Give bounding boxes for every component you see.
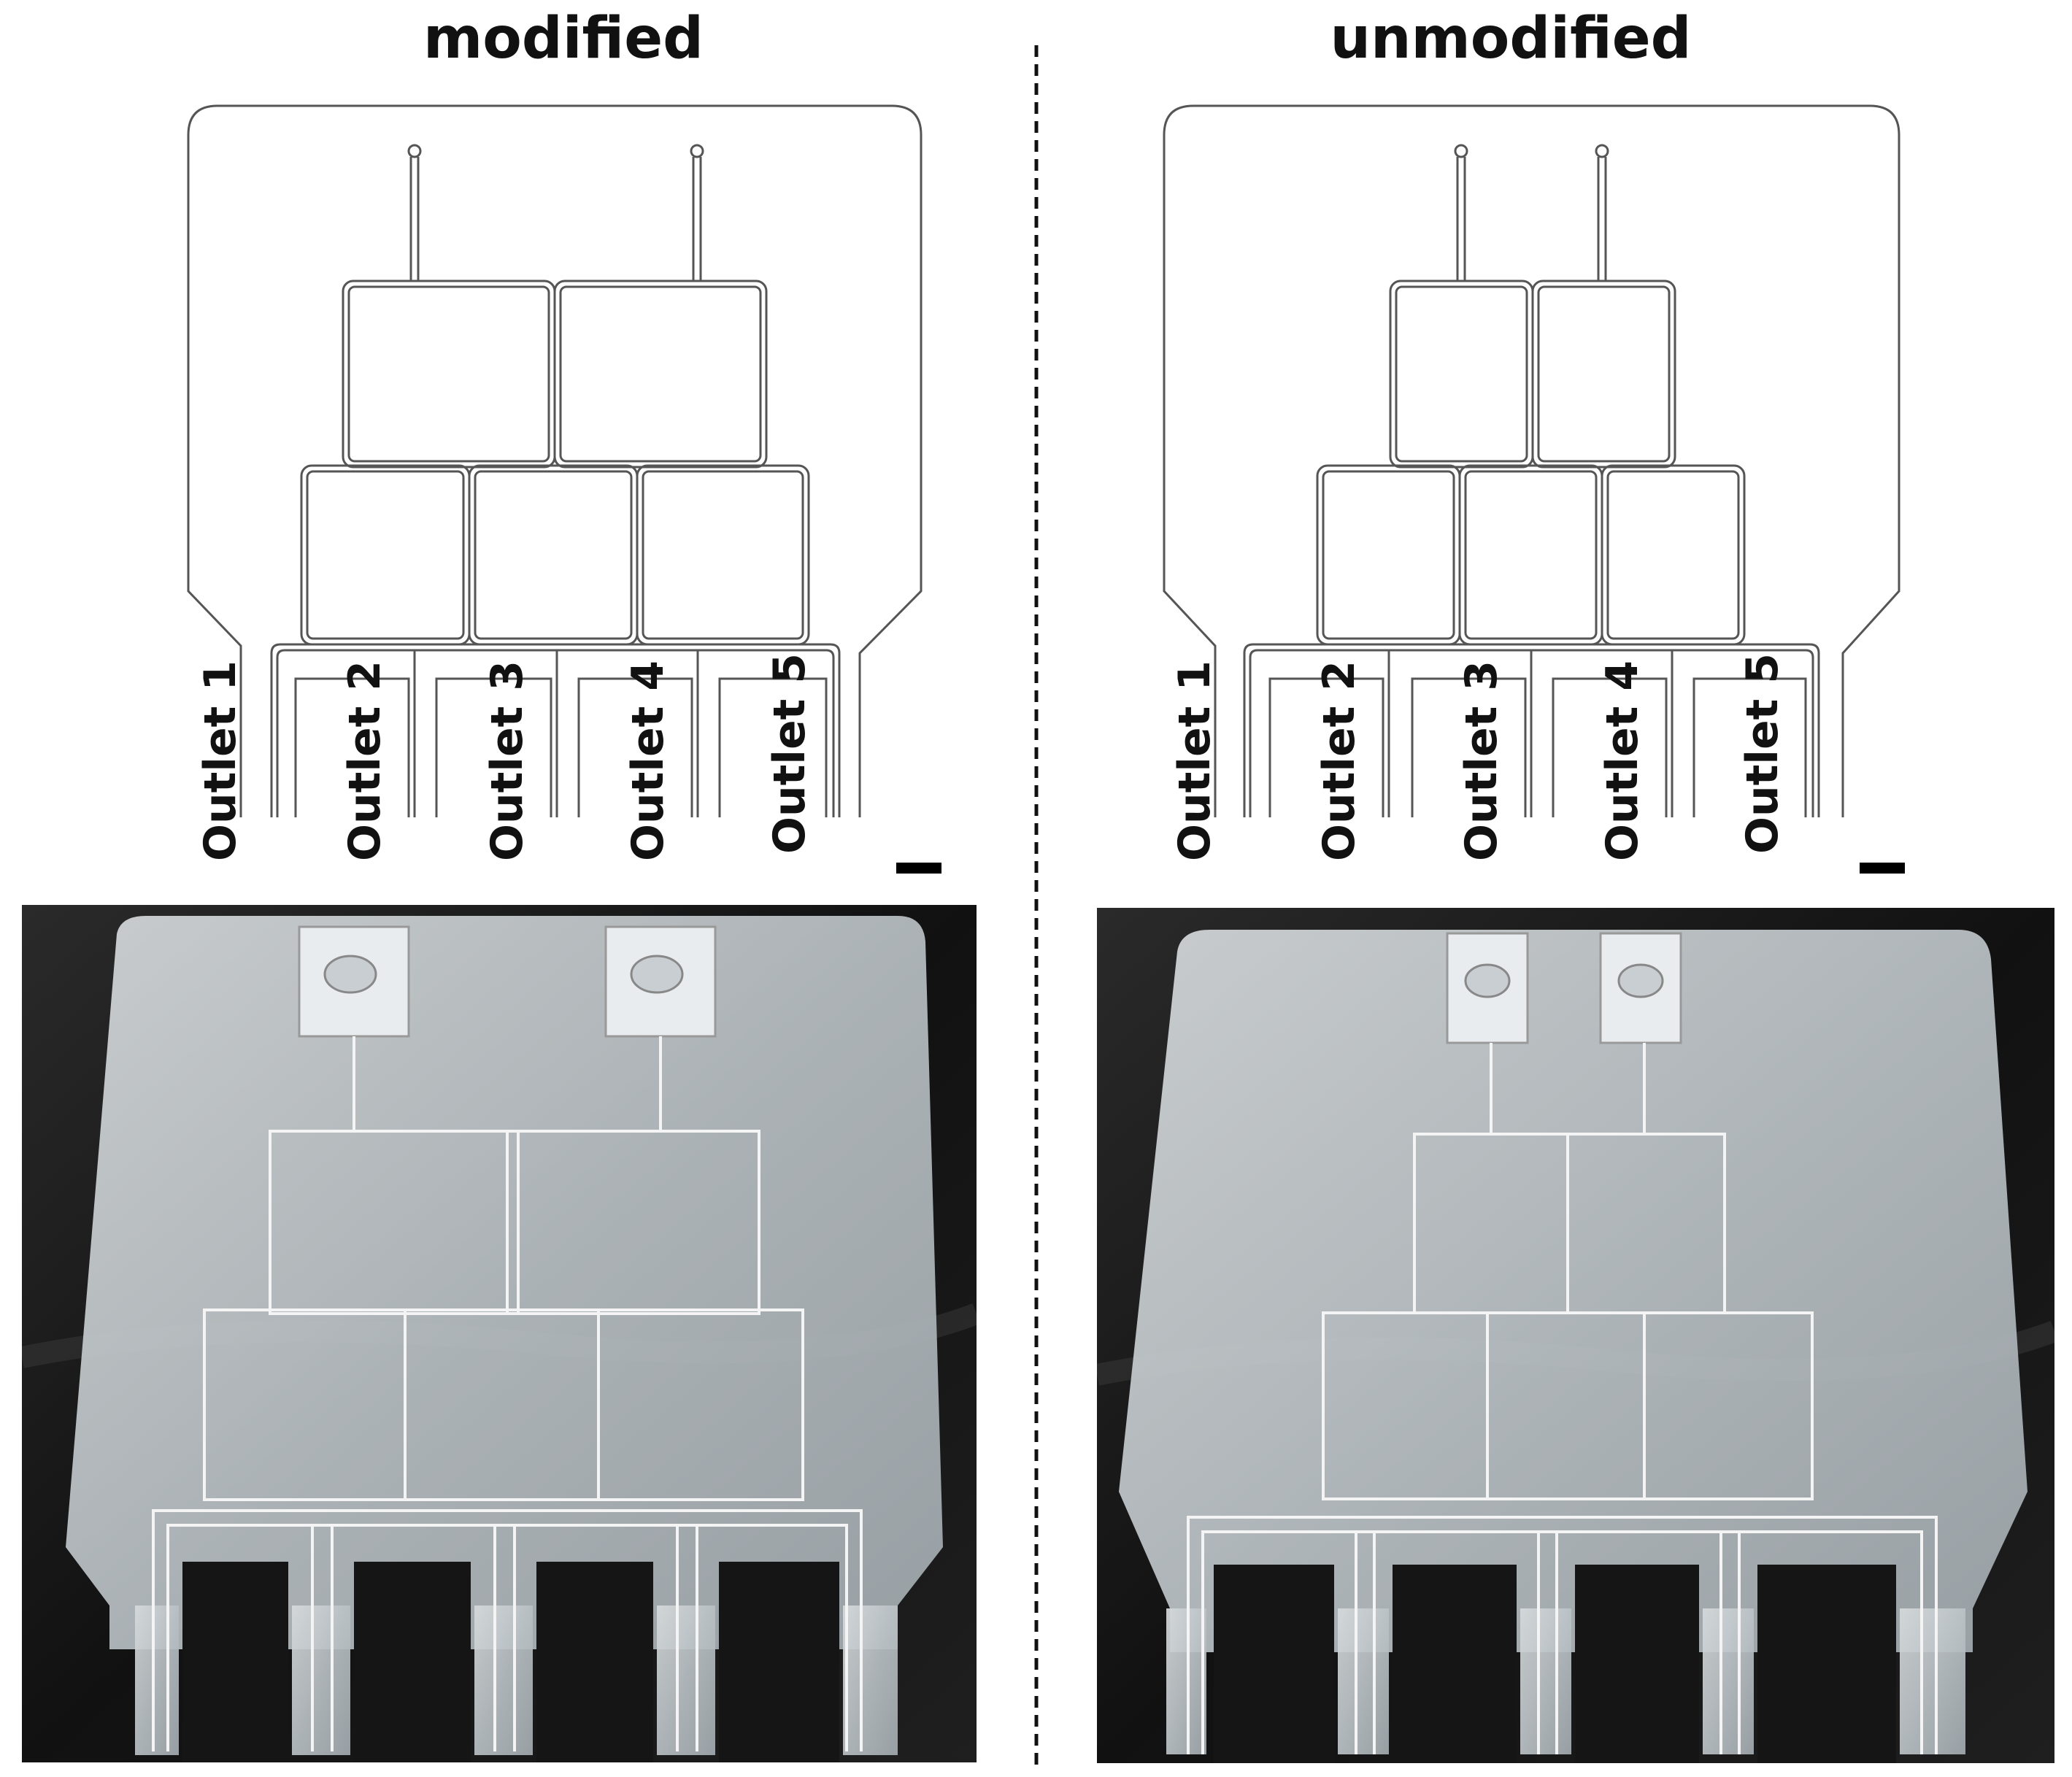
chip-body (66, 916, 943, 1649)
outlet-label: Outlet 4 (1597, 660, 1648, 861)
chamber-row2-2 (468, 464, 639, 646)
inlet-port-2 (1595, 144, 1609, 158)
scale-bar-left (896, 863, 941, 874)
schematic-unmodified (1163, 104, 1900, 817)
chamber-row1-2 (553, 280, 768, 469)
inlet-connector (298, 925, 410, 1038)
outlet-label: Outlet 3 (482, 660, 533, 861)
chip-body (1119, 930, 2027, 1652)
inlet-connector (604, 925, 717, 1038)
inlet-connector (1599, 932, 1682, 1044)
chip-outline (1163, 104, 1900, 817)
outlet-label: Outlet 2 (339, 660, 390, 861)
panel-title-unmodified: unmodified (1330, 6, 1692, 72)
chamber-row2-3 (1601, 464, 1746, 646)
schematic-modified (187, 104, 923, 817)
photo-modified-chip (22, 905, 977, 1762)
outlet-label: Outlet 4 (623, 660, 674, 861)
outlet-label: Outlet 3 (1456, 660, 1507, 861)
inlet-port-2 (690, 144, 704, 158)
outlet-label: Outlet 5 (1737, 653, 1788, 854)
scale-bar-right (1860, 863, 1905, 874)
outlet-label: Outlet 2 (1314, 660, 1365, 861)
chamber-row1-2 (1531, 280, 1676, 469)
inlet-port-1 (407, 144, 422, 158)
outlet-label: Outlet 1 (1169, 660, 1220, 861)
inlet-port-1 (1454, 144, 1468, 158)
chamber-row2-1 (1316, 464, 1461, 646)
outlet-label: Outlet 1 (195, 660, 246, 861)
chip-outline (187, 104, 923, 817)
outlet-label: Outlet 5 (764, 653, 815, 854)
inlet-connector (1446, 932, 1529, 1044)
panel-title-modified: modified (423, 6, 704, 72)
chamber-row2-1 (300, 464, 471, 646)
chamber-row1-1 (1389, 280, 1534, 469)
chamber-row1-1 (342, 280, 556, 469)
photo-unmodified-chip (1097, 908, 2054, 1763)
chamber-row2-3 (636, 464, 810, 646)
chamber-row2-2 (1458, 464, 1603, 646)
